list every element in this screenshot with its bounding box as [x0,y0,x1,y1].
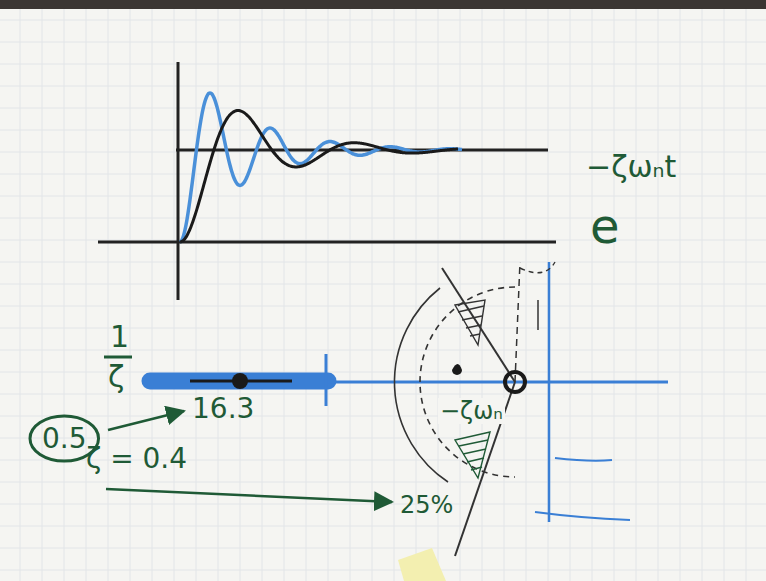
exponent-text: −ζωₙt [586,150,676,183]
ellipse-outline [30,416,99,461]
board-edge [0,0,766,9]
y-axis [177,62,180,300]
tick-mark [325,354,328,406]
blue-stroke [555,458,612,461]
blue-stroke [535,512,630,520]
grid-line [0,416,766,417]
grid-line [658,9,659,581]
label-text: ζ = 0.4 [86,442,187,475]
hatched-region [455,432,490,478]
grid-line [0,240,766,241]
label-text: ζ [108,359,124,394]
grid-line [0,108,766,109]
arrow-line [108,411,184,430]
arrow-line [106,489,392,502]
overshoot-value: 16.3 [192,394,254,425]
grid-line [614,9,615,581]
grid-line [0,262,766,263]
grid-line [0,284,766,285]
label-text: −ζωₙ [440,397,503,425]
time-axis [98,241,556,244]
hatched-region [455,300,485,345]
grid-line [680,9,681,581]
grid-line [0,526,766,527]
exponential-base: e [590,200,620,253]
grid-line [636,9,637,581]
tick-line [537,300,539,330]
grid-line [350,9,351,581]
damping-line [442,268,515,382]
grid-line [306,9,307,581]
grid-line [0,64,766,65]
dashed-arc [420,287,515,477]
grid-line [570,9,571,581]
grid-line [0,86,766,87]
grid-line [394,9,395,581]
step-responses [180,93,462,242]
grid-line [0,504,766,505]
grid-line [42,9,43,581]
grid-line [372,9,373,581]
constant-arc [394,288,448,482]
damped-curve [180,111,458,242]
node-text: 0.5 [42,424,87,455]
grid-line [152,9,153,581]
grid-line [0,438,766,439]
grid-line [0,482,766,483]
grid-line [548,9,549,581]
grid-line [20,9,21,581]
grid-line [526,9,527,581]
grid-line [504,9,505,581]
label-text: 25% [400,491,453,519]
blue-band [150,373,328,390]
imaginary-axis [548,262,551,522]
fraction-bar [104,356,132,359]
grid-line [746,9,747,581]
steady-state-line [176,149,548,152]
grid-line [724,9,725,581]
circled-value: 0.5 [28,414,101,463]
overshoot-percent: 25% [400,492,453,518]
grid-line [130,9,131,581]
grid-line [482,9,483,581]
grid-line [0,196,766,197]
grid-line [0,42,766,43]
origin-zero [505,372,525,392]
dashed-arc [520,262,555,273]
sticky-note [398,548,446,581]
grid-line [0,548,766,549]
grid-line [0,20,766,21]
real-axis [328,381,668,384]
label-text: 16.3 [192,392,254,425]
grid-line [0,218,766,219]
grid-line [328,9,329,581]
pole-dot [232,373,248,389]
fraction-numerator: 1 [110,320,129,353]
grid-line [196,9,197,581]
grid-line [0,130,766,131]
grid-line [64,9,65,581]
underdamped-curve [180,93,462,242]
label-text: −ζωₙt [586,149,676,184]
grid-line [284,9,285,581]
grid-line [702,9,703,581]
grid-lines [0,9,766,581]
grid-line [0,570,766,571]
grid-line [174,9,175,581]
label-text: e [590,198,620,254]
damping-value: ζ = 0.4 [86,444,187,475]
grid-line [86,9,87,581]
dashed-line [515,262,520,382]
grid-line [0,306,766,307]
grid-line [592,9,593,581]
real-part-label: −ζωₙ [438,398,505,424]
label-text: 1 [110,319,129,354]
fraction-denominator: ζ [108,360,124,393]
grid-line [108,9,109,581]
pole-mark [452,364,462,375]
